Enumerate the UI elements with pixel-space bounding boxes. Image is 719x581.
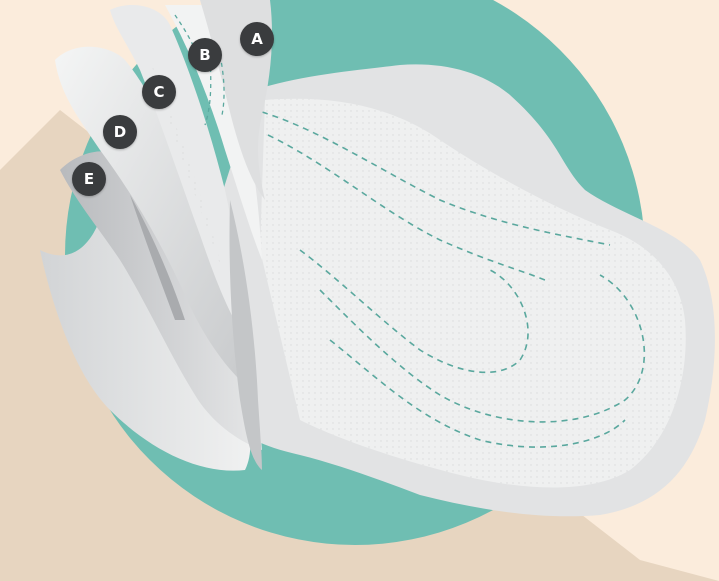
layer-badge-C: C (142, 75, 176, 109)
layer-badge-B: B (188, 38, 222, 72)
layer-badge-E: E (72, 162, 106, 196)
layer-badge-D: D (103, 115, 137, 149)
layer-badge-A: A (240, 22, 274, 56)
